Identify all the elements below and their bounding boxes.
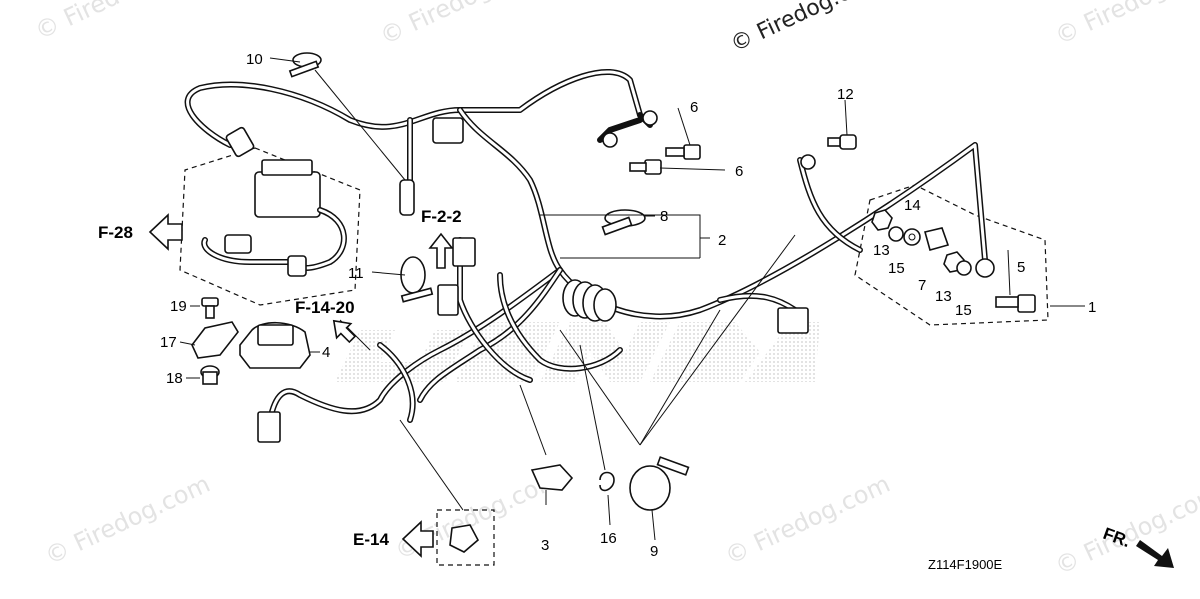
callout-labels: 10 6 6 12 8 2 14 13 15 7 13 15 5 1 11 19… xyxy=(160,51,1096,560)
coupler-connector-right xyxy=(777,307,809,334)
spark-cap-connector xyxy=(225,126,255,158)
regulator-assembly xyxy=(201,159,347,277)
leader-lines xyxy=(179,57,1085,541)
hardware-inset-frame xyxy=(854,184,1049,326)
harness-grommet xyxy=(562,279,617,322)
ref-f28: F-28 xyxy=(98,223,133,242)
band-clamp-part-11 xyxy=(400,256,434,303)
watermark: © Firedog.com xyxy=(41,470,215,571)
e14-clip-frame xyxy=(436,509,495,566)
clip-e14 xyxy=(449,524,480,553)
diagram-code: Z114F1900E xyxy=(928,557,1003,572)
coupler-connector xyxy=(432,117,464,144)
hardware-set xyxy=(871,209,972,276)
coupler-connector-f22 xyxy=(452,237,476,267)
coupler-connector-small xyxy=(437,284,459,316)
regulator-inset-frame xyxy=(179,147,361,306)
band-clamp-part-9 xyxy=(629,456,690,511)
callout-8: 8 xyxy=(660,208,668,225)
watermark-top: © Firedog.c xyxy=(727,0,854,57)
bolt-part-6-lower xyxy=(629,159,662,175)
ref-f1420: F-14-20 xyxy=(295,298,355,317)
callout-4: 4 xyxy=(322,344,330,361)
callout-19: 19 xyxy=(170,298,187,315)
bolt-part-19 xyxy=(201,297,219,319)
callout-11: 11 xyxy=(348,265,364,282)
washer-part-15-left xyxy=(888,226,904,242)
callout-6-upper: 6 xyxy=(690,99,698,116)
callout-10: 10 xyxy=(246,51,263,68)
callout-14: 14 xyxy=(904,197,921,214)
callout-15-left: 15 xyxy=(888,260,905,277)
ref-e14: E-14 xyxy=(353,530,389,549)
watermark: © Firedog.com xyxy=(376,0,550,50)
f22-arrow-icon xyxy=(428,232,454,269)
honda-logo-watermark xyxy=(335,322,820,382)
ref-f22: F-2-2 xyxy=(421,207,462,226)
plate-part-7 xyxy=(924,227,950,251)
callout-17: 17 xyxy=(160,334,177,351)
coupler-connector-left xyxy=(257,411,281,443)
ring-terminals xyxy=(602,110,995,278)
callout-16: 16 xyxy=(600,530,617,547)
reference-labels: F-28 F-2-2 F-14-20 E-14 xyxy=(98,207,462,549)
f1420-arrow-icon xyxy=(332,319,357,344)
callout-6-lower: 6 xyxy=(735,163,743,180)
callout-1: 1 xyxy=(1088,299,1096,316)
callout-12: 12 xyxy=(837,86,854,103)
callout-13-right: 13 xyxy=(935,288,952,305)
clip-part-16 xyxy=(599,471,615,492)
watermark: © Firedog.com xyxy=(721,470,895,571)
front-arrow-icon xyxy=(1136,540,1174,568)
bolt-part-12 xyxy=(827,134,857,150)
callout-9: 9 xyxy=(650,543,658,560)
f28-arrow-icon xyxy=(148,213,183,251)
callout-2: 2 xyxy=(718,232,726,249)
callout-18: 18 xyxy=(166,370,183,387)
lead-boot xyxy=(399,179,415,216)
watermark: © Firedog.com xyxy=(1051,0,1200,50)
grommet-part-18 xyxy=(200,365,220,385)
callout-7: 7 xyxy=(918,277,926,294)
band-clamp-part-10 xyxy=(288,52,322,78)
callout-5: 5 xyxy=(1017,259,1025,276)
nut-part-13-left xyxy=(871,209,893,231)
band-clamp-part-8 xyxy=(601,209,646,236)
clip-part-3 xyxy=(530,464,574,491)
bracket-part-17 xyxy=(191,321,239,359)
watermark: © Firedog.com xyxy=(31,0,205,45)
e14-arrow-icon xyxy=(401,520,434,558)
callout-15-right: 15 xyxy=(955,302,972,319)
callout-3: 3 xyxy=(541,537,549,554)
washer-part-14 xyxy=(903,228,921,246)
callout-13-left: 13 xyxy=(873,242,890,259)
washer-part-15-right xyxy=(956,260,972,276)
bolt-part-5 xyxy=(995,294,1036,313)
bolt-part-6-upper xyxy=(665,144,701,160)
relay-part-4 xyxy=(239,321,311,369)
